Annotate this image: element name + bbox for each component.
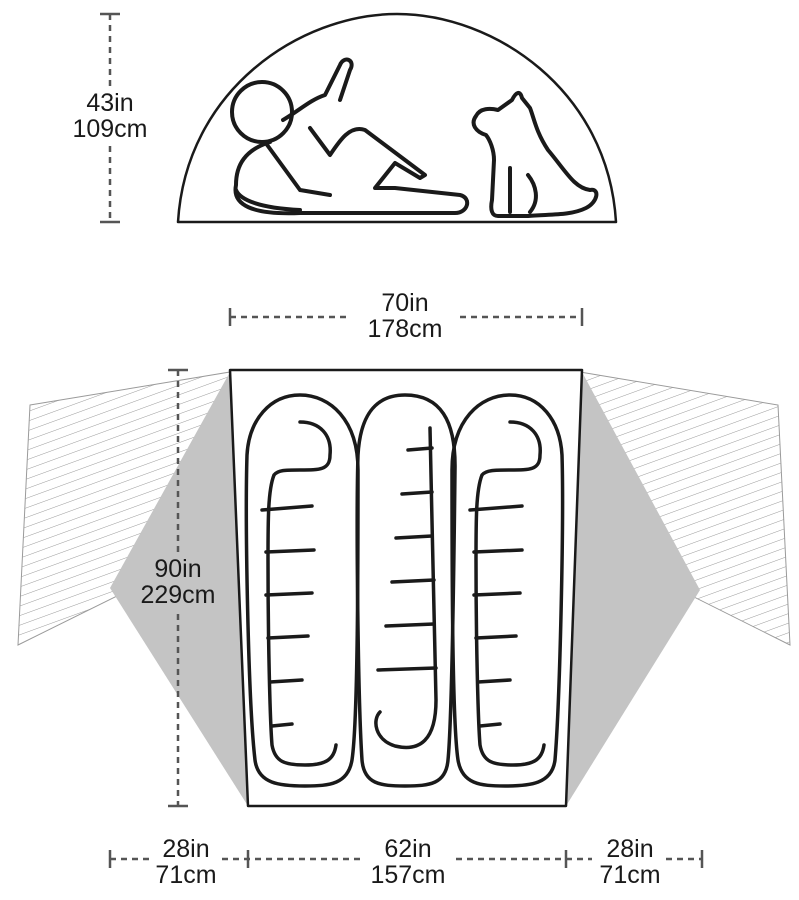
floor-center-imperial: 62in bbox=[384, 835, 432, 863]
sleeping-bag-center bbox=[355, 393, 457, 788]
floor-length-imperial: 90in bbox=[154, 555, 202, 583]
floor-width-label: 70in 178cm bbox=[352, 290, 458, 342]
floor-width-metric: 178cm bbox=[367, 315, 443, 343]
tent-dome-outline bbox=[176, 12, 618, 224]
right-vestibule bbox=[566, 372, 700, 806]
floor-width-imperial: 70in bbox=[381, 289, 429, 317]
height-label: 43in 109cm bbox=[58, 90, 162, 142]
person-icon bbox=[230, 57, 470, 216]
left-vestibule-metric: 71cm bbox=[155, 861, 217, 889]
height-metric: 109cm bbox=[72, 115, 148, 143]
right-vestibule-metric: 71cm bbox=[599, 861, 661, 889]
left-vestibule-label: 28in 71cm bbox=[150, 836, 222, 888]
height-dimension-line bbox=[100, 12, 120, 224]
dog-icon bbox=[471, 91, 599, 218]
sleeping-bag-right bbox=[450, 393, 565, 788]
tent-floor-outline bbox=[228, 368, 584, 808]
floor-length-dimension-line bbox=[168, 368, 188, 808]
tent-side-profile bbox=[100, 12, 618, 224]
right-vestibule-imperial: 28in bbox=[606, 835, 654, 863]
height-imperial: 43in bbox=[86, 89, 134, 117]
right-vestibule-label: 28in 71cm bbox=[594, 836, 666, 888]
floor-length-metric: 229cm bbox=[140, 581, 216, 609]
left-vestibule-imperial: 28in bbox=[162, 835, 210, 863]
left-vestibule bbox=[110, 372, 248, 806]
floor-center-label: 62in 157cm bbox=[358, 836, 458, 888]
bottom-dimension-line bbox=[108, 850, 704, 868]
floor-center-metric: 157cm bbox=[370, 861, 446, 889]
floor-width-dimension-line bbox=[228, 308, 584, 326]
floor-length-label: 90in 229cm bbox=[124, 556, 232, 608]
tent-floor-plan bbox=[17, 308, 791, 868]
